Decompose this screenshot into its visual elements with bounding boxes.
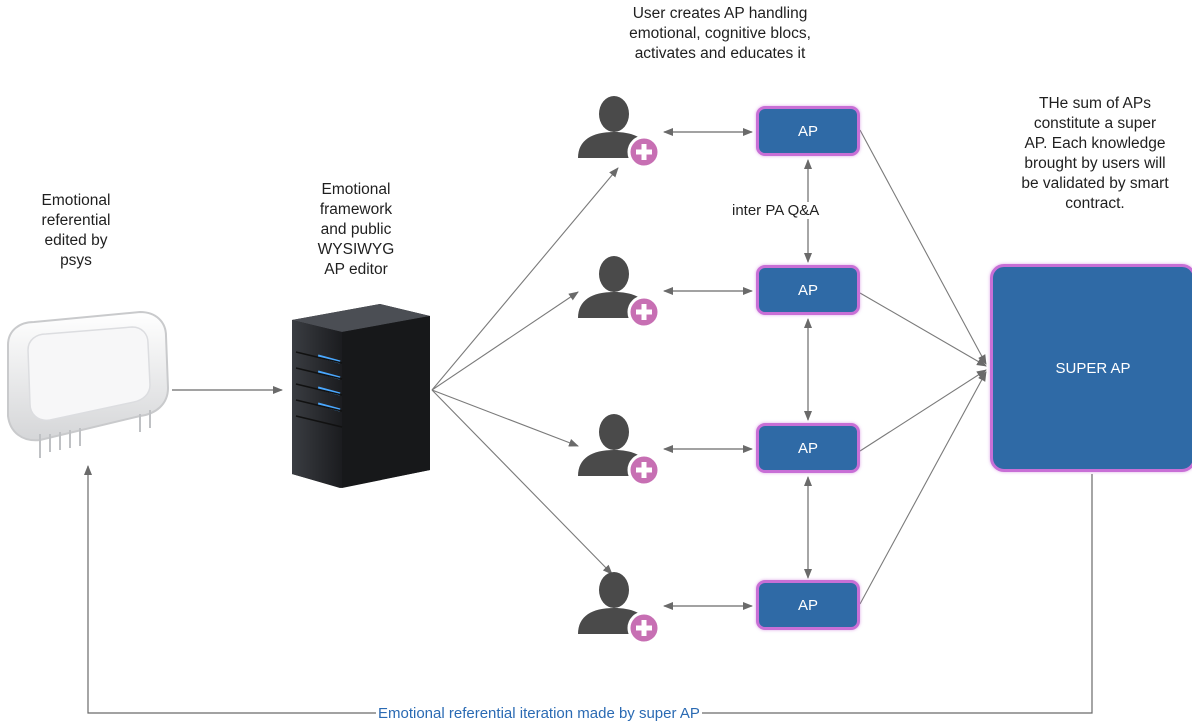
server-to-users-arrows [431,167,619,575]
super-ap-description: THe sum of APs constitute a super AP. Ea… [1021,95,1169,212]
server-tower-icon [292,304,430,488]
ap-node-1[interactable]: AP [756,106,860,156]
inter-qa-label: inter PA Q&A [730,202,822,219]
ap-node-2[interactable]: AP [756,265,860,315]
super-ap-node[interactable]: SUPER AP [990,264,1192,472]
user-ap-links [663,128,753,610]
user-creates-label: User creates AP handling emotional, cogn… [629,5,811,62]
feedback-loop-label: Emotional referential iteration made by … [376,705,702,722]
ap-to-super-arrows [859,129,987,605]
framework-label: Emotional framework and public WYSIWYG A… [317,181,395,278]
user-add-icon[interactable] [578,414,661,487]
user-add-icon[interactable] [578,96,661,169]
user-add-icon[interactable] [578,256,661,329]
users-group [578,96,661,645]
referential-label: Emotional referential edited by psys [41,192,111,269]
ap-node-4[interactable]: AP [756,580,860,630]
feedback-loop-arrow [84,465,1093,714]
ap-node-3[interactable]: AP [756,423,860,473]
access-point-device-icon [7,310,170,458]
user-add-icon[interactable] [578,572,661,645]
